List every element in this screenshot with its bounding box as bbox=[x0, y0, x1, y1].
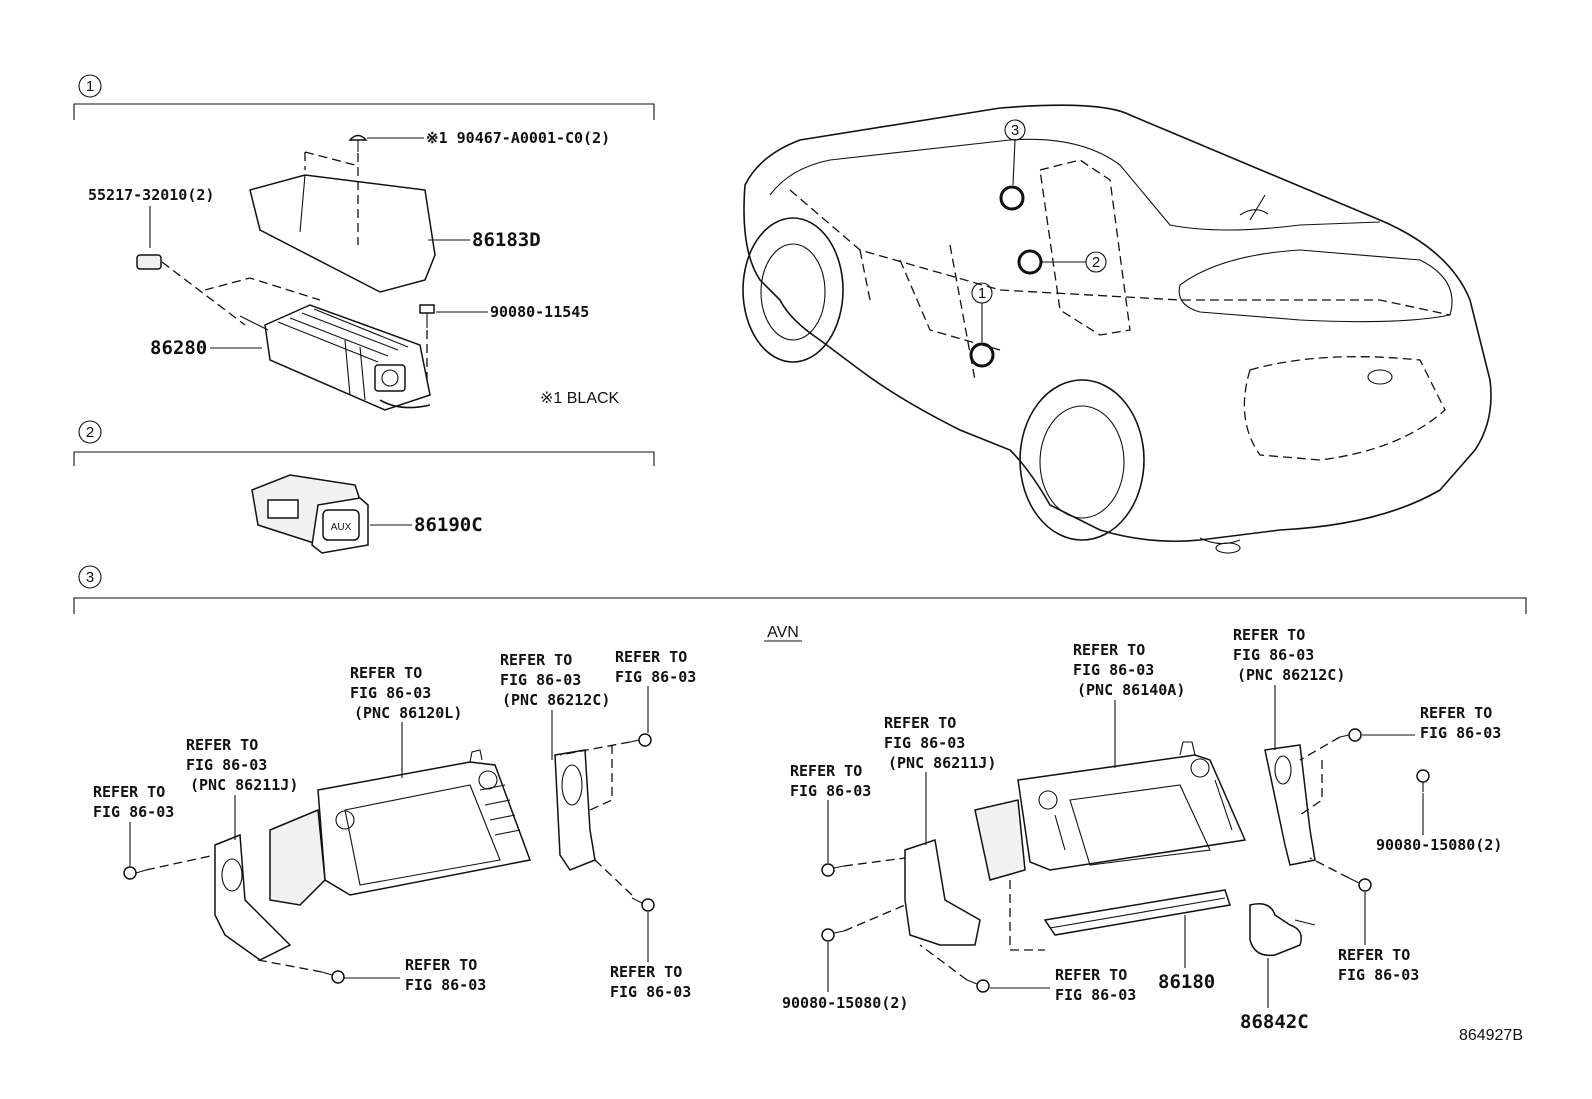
refer-l-86212c-a: REFER TO bbox=[500, 651, 572, 669]
left-avn-assembly bbox=[123, 733, 655, 984]
screw-icon bbox=[966, 979, 990, 993]
refer-r-86212c-c: (PNC 86212C) bbox=[1237, 666, 1345, 684]
section-1-number: 1 bbox=[86, 78, 94, 95]
car-callout-2: 2 bbox=[1092, 254, 1100, 271]
refer-l-bottom-a: REFER TO bbox=[405, 956, 477, 974]
refer-r-top-a: REFER TO bbox=[1420, 704, 1492, 722]
section-1: 1 ※1 90467-A0001-C0(2) 55217-32010(2) 86… bbox=[73, 74, 655, 411]
section-2-marker bbox=[78, 420, 102, 444]
section-3-heading: AVN bbox=[767, 624, 799, 641]
label-bolt-15080-right: 90080-15080(2) bbox=[1376, 836, 1502, 854]
screw-icon bbox=[1416, 769, 1430, 792]
refer-r-86212c-a: REFER TO bbox=[1233, 626, 1305, 644]
screw-icon bbox=[821, 863, 845, 877]
refer-r-screw-a: REFER TO bbox=[790, 762, 862, 780]
label-amp-86280: 86280 bbox=[150, 337, 207, 359]
screw-icon bbox=[321, 970, 345, 984]
screw-icon bbox=[1339, 728, 1362, 742]
refer-r-86211j-c: (PNC 86211J) bbox=[888, 754, 996, 772]
label-clip-55217: 55217-32010(2) bbox=[88, 186, 214, 204]
car-callout-3: 3 bbox=[1011, 122, 1019, 139]
bolt-icon bbox=[419, 304, 435, 328]
screw-icon bbox=[348, 134, 368, 152]
amplifier-cover bbox=[249, 174, 436, 293]
refer-l-86211j-b: FIG 86-03 bbox=[186, 756, 267, 774]
refer-r-86211j-b: FIG 86-03 bbox=[884, 734, 965, 752]
label-amp-screw: ※1 90467-A0001-C0(2) bbox=[426, 129, 610, 147]
amplifier-unit bbox=[239, 304, 431, 411]
refer-l-86211j-a: REFER TO bbox=[186, 736, 258, 754]
refer-r-86140a-a: REFER TO bbox=[1073, 641, 1145, 659]
label-bracket-86180: 86180 bbox=[1158, 971, 1215, 993]
section-2: 2 AUX 86190C bbox=[73, 420, 655, 554]
front-wheel bbox=[742, 217, 844, 363]
refer-l-86120l-c: (PNC 86120L) bbox=[354, 704, 462, 722]
refer-r-86211j-a: REFER TO bbox=[884, 714, 956, 732]
aux-button-label: AUX bbox=[331, 522, 352, 533]
car-callout-1: 1 bbox=[978, 285, 986, 302]
section-3-number: 3 bbox=[86, 569, 94, 586]
refer-l-screw-a: REFER TO bbox=[93, 783, 165, 801]
refer-r-86212c-b: FIG 86-03 bbox=[1233, 646, 1314, 664]
refer-r-top-b: FIG 86-03 bbox=[1420, 724, 1501, 742]
refer-l-top-b: FIG 86-03 bbox=[615, 668, 696, 686]
section-3: 3 AVN bbox=[73, 565, 1527, 1033]
refer-r-86140a-b: FIG 86-03 bbox=[1073, 661, 1154, 679]
label-bolt-15080-left: 90080-15080(2) bbox=[782, 994, 908, 1012]
label-harness-86842c: 86842C bbox=[1240, 1011, 1309, 1033]
refer-l-right-b: FIG 86-03 bbox=[610, 983, 691, 1001]
screw-icon bbox=[123, 866, 147, 880]
refer-l-86212c-b: FIG 86-03 bbox=[500, 671, 581, 689]
refer-r-bottom-b: FIG 86-03 bbox=[1055, 986, 1136, 1004]
harness-86842c bbox=[1249, 903, 1302, 957]
screw-icon bbox=[629, 733, 652, 747]
refer-l-86120l-b: FIG 86-03 bbox=[350, 684, 431, 702]
label-bolt-11545: 90080-11545 bbox=[490, 303, 589, 321]
section-1-bracket bbox=[73, 103, 655, 120]
aux-switch: AUX bbox=[251, 474, 369, 554]
refer-l-86120l-a: REFER TO bbox=[350, 664, 422, 682]
refer-l-right-a: REFER TO bbox=[610, 963, 682, 981]
screw-icon bbox=[1348, 877, 1372, 892]
left-display-unit bbox=[317, 761, 532, 896]
section-2-bracket bbox=[73, 451, 655, 466]
refer-r-86140a-c: (PNC 86140A) bbox=[1077, 681, 1185, 699]
section-3-marker bbox=[78, 565, 102, 589]
screw-icon bbox=[821, 928, 845, 942]
refer-r-bottom-a: REFER TO bbox=[1055, 966, 1127, 984]
illustration-id: 864927B bbox=[1459, 1027, 1523, 1044]
refer-l-bottom-b: FIG 86-03 bbox=[405, 976, 486, 994]
clip-icon bbox=[136, 254, 162, 270]
vehicle-illustration: 3 2 1 bbox=[742, 104, 1492, 554]
label-cover-86183d: 86183D bbox=[472, 229, 541, 251]
refer-r-right-a: REFER TO bbox=[1338, 946, 1410, 964]
note-black: ※1 BLACK bbox=[540, 390, 620, 407]
refer-l-top-a: REFER TO bbox=[615, 648, 687, 666]
section-2-number: 2 bbox=[86, 424, 94, 441]
section-3-bracket bbox=[73, 597, 1527, 614]
screw-icon bbox=[631, 897, 655, 912]
refer-l-86211j-c: (PNC 86211J) bbox=[190, 776, 298, 794]
rear-wheel bbox=[1019, 379, 1145, 541]
section-1-marker bbox=[78, 74, 102, 98]
right-avn-assembly bbox=[821, 728, 1430, 993]
refer-r-right-b: FIG 86-03 bbox=[1338, 966, 1419, 984]
label-aux-86190c: 86190C bbox=[414, 514, 483, 536]
refer-r-screw-b: FIG 86-03 bbox=[790, 782, 871, 800]
refer-l-86212c-c: (PNC 86212C) bbox=[502, 691, 610, 709]
refer-l-screw-b: FIG 86-03 bbox=[93, 803, 174, 821]
right-display-unit bbox=[1017, 754, 1247, 871]
